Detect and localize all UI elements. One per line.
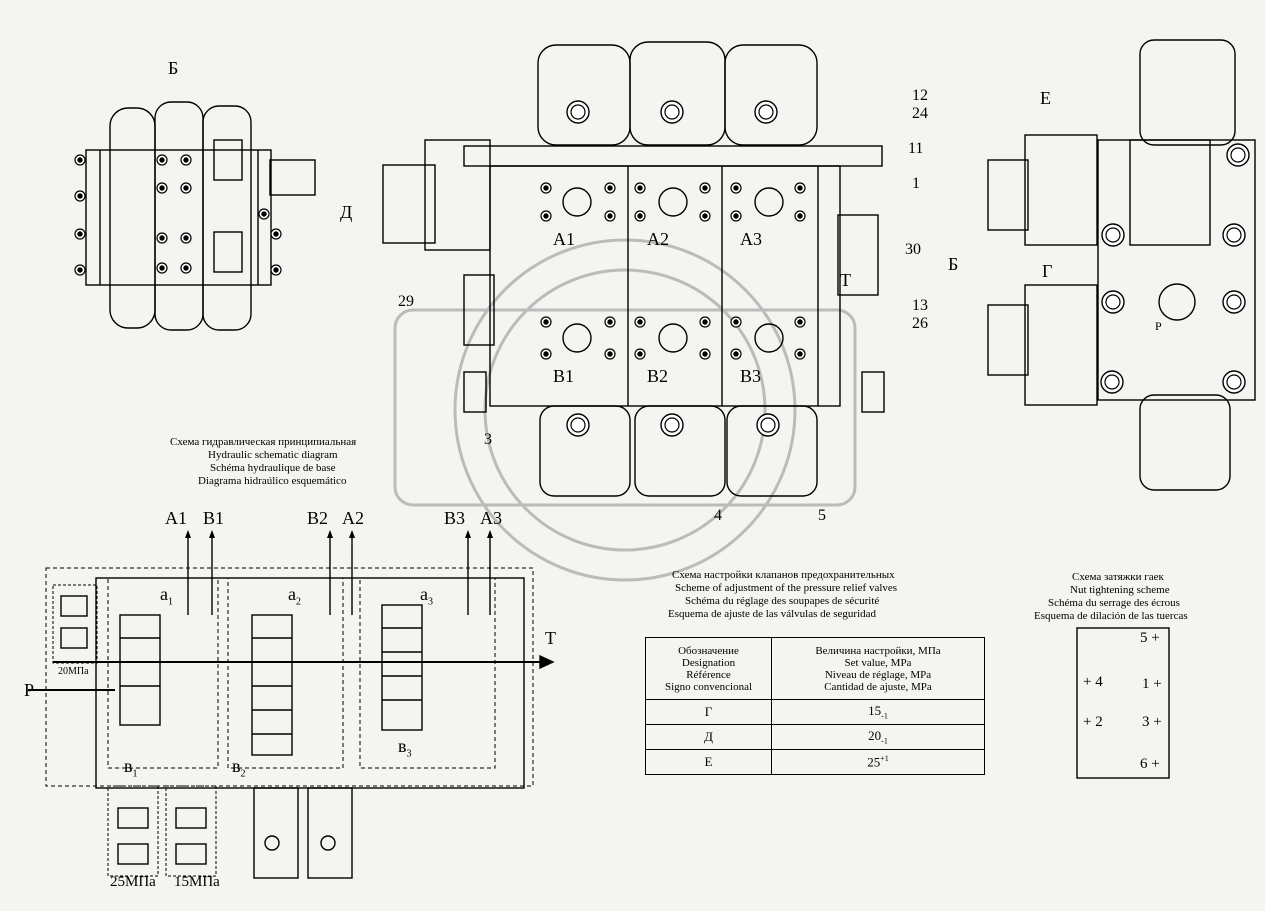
callout-1: 1 [912, 175, 920, 192]
a-label: a2 [288, 584, 301, 608]
table-row: Г 15-1 [645, 699, 985, 725]
port-label: A1 [165, 508, 187, 528]
sign-cell: Е [645, 749, 772, 775]
header-line: Designation [681, 656, 736, 669]
header-line: Niveau de réglage, MPa [824, 668, 932, 681]
adjust-table: Обозначение Designation Référence Signo … [645, 637, 985, 775]
relief-1-label: 25МПа [110, 874, 156, 890]
value-cell: 25+1 [771, 749, 985, 775]
section-label: A2 [647, 229, 669, 249]
callout-24: 24 [912, 105, 928, 122]
section-label: B1 [553, 366, 575, 386]
callout-26: 26 [912, 315, 928, 332]
b-label: в1 [124, 756, 138, 780]
view-side-right [987, 39, 1256, 491]
table-row: Е 25+1 [645, 749, 985, 775]
a-label: a1 [160, 584, 173, 608]
nut-4: + 4 [1083, 674, 1103, 690]
nut-3: 3 + [1142, 714, 1162, 730]
label-e: Е [1040, 88, 1051, 108]
a-label: a3 [420, 584, 433, 608]
callout-29: 29 [398, 293, 414, 310]
adjust-title-es: Esquema de ajuste de las válvulas de seg… [668, 608, 877, 620]
header-line: Величина настройки, МПа [815, 644, 941, 657]
hydraulic-title-ru: Схема гидравлическая принципиальная [170, 436, 357, 448]
callout-11: 11 [908, 140, 924, 157]
port-label: A3 [480, 508, 502, 528]
callout-30: 30 [905, 241, 921, 258]
label-g: Г [1042, 261, 1053, 281]
header-line: Cantidad de ajuste, MPa [824, 680, 932, 693]
port-t-label: T [545, 628, 556, 648]
nut-scheme-box [1076, 627, 1170, 779]
hydraulic-schematic [28, 532, 555, 879]
view-b-left [74, 101, 316, 331]
port-label: A2 [342, 508, 364, 528]
nut-1: 1 + [1142, 676, 1162, 692]
watermark-gear [393, 238, 857, 582]
port-arrows [185, 530, 493, 538]
callout-5: 5 [818, 507, 826, 524]
nut-6: 6 + [1140, 756, 1160, 772]
header-line: Set value, MPa [844, 656, 912, 669]
nuts-title-en: Nut tightening scheme [1070, 584, 1170, 596]
adjust-title-ru: Схема настройки клапанов предохранительн… [672, 569, 895, 581]
hydraulic-title-en: Hydraulic schematic diagram [208, 449, 338, 461]
callout-12: 12 [912, 87, 928, 104]
label-t: Т [840, 270, 851, 290]
callout-4: 4 [714, 507, 722, 524]
label-d: Д [340, 202, 353, 222]
relief-2-label: 15МПа [174, 874, 220, 890]
port-label: B2 [307, 508, 329, 528]
adjust-title-en: Scheme of adjustment of the pressure rel… [675, 582, 898, 594]
section-label: B2 [647, 366, 669, 386]
label-p-side: P [1155, 319, 1162, 333]
nuts-title-ru: Схема затяжки гаек [1072, 571, 1164, 583]
value-cell: 20-1 [771, 724, 985, 750]
header-line: Référence [686, 668, 731, 681]
table-row: Д 20-1 [645, 724, 985, 750]
b-label: в3 [398, 736, 412, 760]
view-front [382, 41, 885, 497]
port-label: B3 [444, 508, 466, 528]
header-line: Signo convencional [664, 680, 753, 693]
arrow-b-label: Б [948, 254, 959, 274]
nuts-title-fr: Schéma du serrage des écrous [1048, 597, 1180, 609]
section-label: A1 [553, 229, 575, 249]
sign-cell: Г [645, 699, 772, 725]
nut-2: + 2 [1083, 714, 1103, 730]
sign-cell: Д [645, 724, 772, 750]
b-label: в2 [232, 756, 246, 780]
header-line: Обозначение [678, 644, 739, 657]
adjust-header-col1: Обозначение Designation Référence Signo … [645, 637, 772, 700]
section-label: A3 [740, 229, 762, 249]
hydraulic-title-es: Diagrama hidraúlico esquemático [198, 475, 347, 487]
value-cell: 15-1 [771, 699, 985, 725]
view-b-title: Б [168, 58, 179, 78]
relief-main-label: 20МПа [58, 666, 89, 677]
port-label: B1 [203, 508, 225, 528]
callout-13: 13 [912, 297, 928, 314]
adjust-title-fr: Schéma du réglage des soupapes de sécuri… [685, 595, 880, 607]
hydraulic-title-fr: Schéma hydraulique de base [210, 462, 336, 474]
adjust-header-col2: Величина настройки, МПа Set value, MPa N… [771, 637, 985, 700]
section-label: B3 [740, 366, 762, 386]
callout-3: 3 [484, 431, 492, 448]
port-p-label: P [24, 680, 35, 700]
nuts-title-es: Esquema de dilación de las tuercas [1034, 610, 1188, 622]
nut-5: 5 + [1140, 630, 1160, 646]
